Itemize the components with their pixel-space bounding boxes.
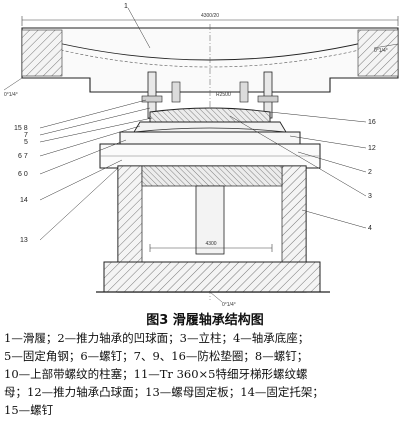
fixing-bolts <box>141 71 279 119</box>
legend-line: 10—上部带螺纹的柱塞；11—Tr 360×5特细牙梯形螺纹螺 <box>4 367 308 381</box>
callout-1: 1 <box>124 3 128 10</box>
figure-caption: 图3 滑履轴承结构图 1—滑履；2—推力轴承的凹球面；3—立柱；4—轴承底座； … <box>0 313 410 425</box>
trapezoidal-nut <box>99 131 321 169</box>
right-angle-dim: 0°1/4° <box>374 48 388 54</box>
bearing-pedestal: 4300 <box>96 165 330 293</box>
callout-3: 3 <box>368 193 372 200</box>
top-width-dim: 4300/20 <box>201 13 219 19</box>
mid-width-dim: 4300 <box>205 241 216 247</box>
callout-12: 12 <box>368 145 376 152</box>
callout-13: 13 <box>20 237 28 244</box>
callout-15-8: 15 8 <box>14 125 28 132</box>
legend-line: 5—固定角钢；6—螺钉；7、9、16—防松垫圈；8—螺钉； <box>4 349 309 363</box>
callout-6-0: 6 0 <box>18 171 28 178</box>
top-dimension: 4300/20 <box>21 13 399 26</box>
left-angle-dim: 0°1/4° <box>4 92 18 98</box>
callout-4: 4 <box>368 225 372 232</box>
callout-6-7: 6 7 <box>18 153 28 160</box>
radius-dim: R2500 <box>216 92 231 98</box>
legend-line: 母；12—推力轴承凸球面；13—螺母固定板；14—固定托架； <box>4 385 324 399</box>
callout-5: 5 <box>24 139 28 146</box>
bottom-angle-dim: 0°1/4° <box>222 302 236 308</box>
callout-7: 7 <box>24 132 28 139</box>
figure-title: 图3 滑履轴承结构图 <box>146 313 264 328</box>
thrust-bearing-sphere <box>133 107 287 133</box>
bearing-structure-drawing: 4300/20 0°1/4° 0°1/4° <box>3 3 399 308</box>
legend-line: 1—滑履；2—推力轴承的凹球面；3—立柱；4—轴承底座； <box>4 331 310 345</box>
sliding-shoe <box>21 24 399 300</box>
callout-16: 16 <box>368 119 376 126</box>
callout-2: 2 <box>368 169 372 176</box>
callout-14: 14 <box>20 197 28 204</box>
legend-line: 15—螺钉 <box>4 403 54 417</box>
leader-lines <box>39 7 367 241</box>
